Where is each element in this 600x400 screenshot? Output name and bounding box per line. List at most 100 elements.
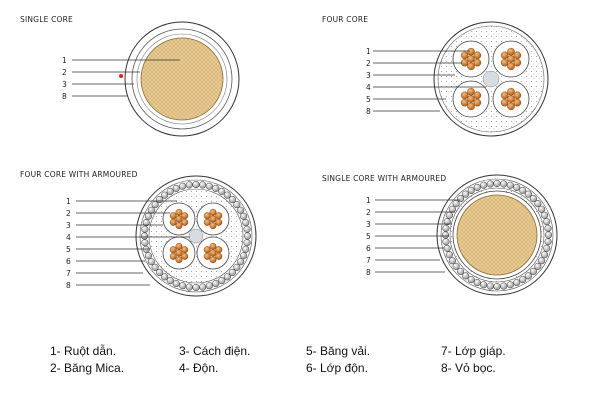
cores xyxy=(452,40,530,118)
conductor-strand xyxy=(460,98,469,107)
callout-number: 1 xyxy=(366,47,371,56)
armour-wire xyxy=(506,281,514,289)
conductor-strand xyxy=(209,208,217,216)
conductor-strand xyxy=(175,215,183,223)
armour-wire xyxy=(443,218,451,226)
conductor-strand xyxy=(507,95,515,103)
armour-wire xyxy=(493,179,501,188)
conductor-strand xyxy=(169,246,177,254)
conductor-strand xyxy=(215,252,223,260)
conductor-strand xyxy=(203,246,211,254)
armour-wire xyxy=(541,211,549,219)
armour-wire xyxy=(140,232,149,240)
cores xyxy=(162,202,230,270)
armour-wire xyxy=(205,282,213,290)
armour-wire xyxy=(185,181,193,189)
armour-wire xyxy=(151,263,159,271)
conductor-strand xyxy=(507,55,515,63)
center-filler xyxy=(482,70,500,88)
marker-dot xyxy=(119,74,123,78)
armour-wire xyxy=(199,283,207,291)
legend-column: 7- Lớp giáp. 8- Vỏ bọc. xyxy=(441,343,506,377)
conductor-strand xyxy=(215,212,223,220)
armour-wire xyxy=(544,224,552,232)
armour-wire xyxy=(467,276,475,284)
conductor-strand xyxy=(507,62,515,71)
callout-number: 1 xyxy=(366,196,371,205)
armour-wire xyxy=(233,263,241,271)
armour-wire xyxy=(228,196,236,204)
callout-number: 6 xyxy=(66,257,71,266)
armour-wire xyxy=(172,184,180,192)
conductor-strand xyxy=(460,91,469,100)
callout-number: 6 xyxy=(366,244,371,253)
armour-wire xyxy=(141,225,149,233)
armour-wire xyxy=(161,191,169,199)
legend-item: 2- Băng Mica. xyxy=(50,361,125,375)
conductor-strand xyxy=(500,91,509,100)
armour-wire xyxy=(223,191,231,199)
armour-wire xyxy=(529,195,537,203)
armour-wire xyxy=(529,267,537,275)
conductor-strand xyxy=(203,218,211,226)
legend-column: 1- Ruột dẫn. 2- Băng Mica. xyxy=(50,343,124,377)
armour-wire xyxy=(442,224,450,232)
callout-number: 5 xyxy=(366,232,371,241)
callout-number: 8 xyxy=(366,268,371,277)
armour-wire xyxy=(544,238,552,246)
center-filler xyxy=(188,228,204,244)
armour-wire xyxy=(538,205,546,213)
conductor-strand xyxy=(513,98,522,107)
callout-number: 4 xyxy=(66,233,71,242)
conductor-strand xyxy=(467,87,475,96)
callout-number: 4 xyxy=(366,83,371,92)
armour-wire xyxy=(445,251,453,259)
conductor-strand xyxy=(181,212,189,220)
armour-wire xyxy=(141,239,149,247)
core-top-right xyxy=(492,40,530,78)
diagram-title: SINGLE CORE xyxy=(20,15,73,24)
legend-item: 8- Vỏ bọc. xyxy=(441,361,496,375)
armour-wire xyxy=(192,283,200,292)
armour-wire xyxy=(166,277,174,285)
conductor-strand xyxy=(460,51,469,60)
conductor-strand xyxy=(209,256,217,264)
armour-wire xyxy=(486,282,494,290)
armour-wire xyxy=(218,277,226,285)
callout-number: 5 xyxy=(366,95,371,104)
armour-wire xyxy=(212,280,220,288)
leader-lines xyxy=(373,50,486,112)
armour-wire xyxy=(541,251,549,259)
conductor-strand xyxy=(500,51,509,60)
conductor-strand xyxy=(507,87,515,96)
armour-wire xyxy=(144,212,152,220)
armour-wire xyxy=(161,273,169,281)
leader-lines xyxy=(375,199,460,273)
conductor-strand xyxy=(467,95,475,103)
armour-wire xyxy=(480,181,488,189)
conductor-strand xyxy=(175,242,183,250)
conductor-strand xyxy=(215,218,223,226)
conductor-strand xyxy=(209,249,217,257)
callout-number: 8 xyxy=(366,107,371,116)
callout-number: 3 xyxy=(366,220,371,229)
conductor-strand xyxy=(460,58,469,67)
armour-wire xyxy=(500,180,508,188)
armour-wire xyxy=(473,279,481,287)
callout-number: 8 xyxy=(62,92,67,101)
conductor-strand xyxy=(203,212,211,220)
legend-column: 3- Cách điện. 4- Độn. xyxy=(179,343,250,377)
conductor-strand xyxy=(473,98,482,107)
armour-wires xyxy=(441,179,553,291)
armour-wire xyxy=(166,187,174,195)
conductor-strand xyxy=(169,212,177,220)
armour-wire xyxy=(448,205,456,213)
armour-wire xyxy=(243,225,251,233)
armour-wire xyxy=(473,183,481,191)
conductor-strand xyxy=(175,249,183,257)
callout-number: 7 xyxy=(366,256,371,265)
armour-wire xyxy=(243,232,252,240)
conductor-strand xyxy=(500,98,509,107)
leader-lines xyxy=(76,200,190,286)
legend-item: 4- Độn. xyxy=(179,361,219,375)
